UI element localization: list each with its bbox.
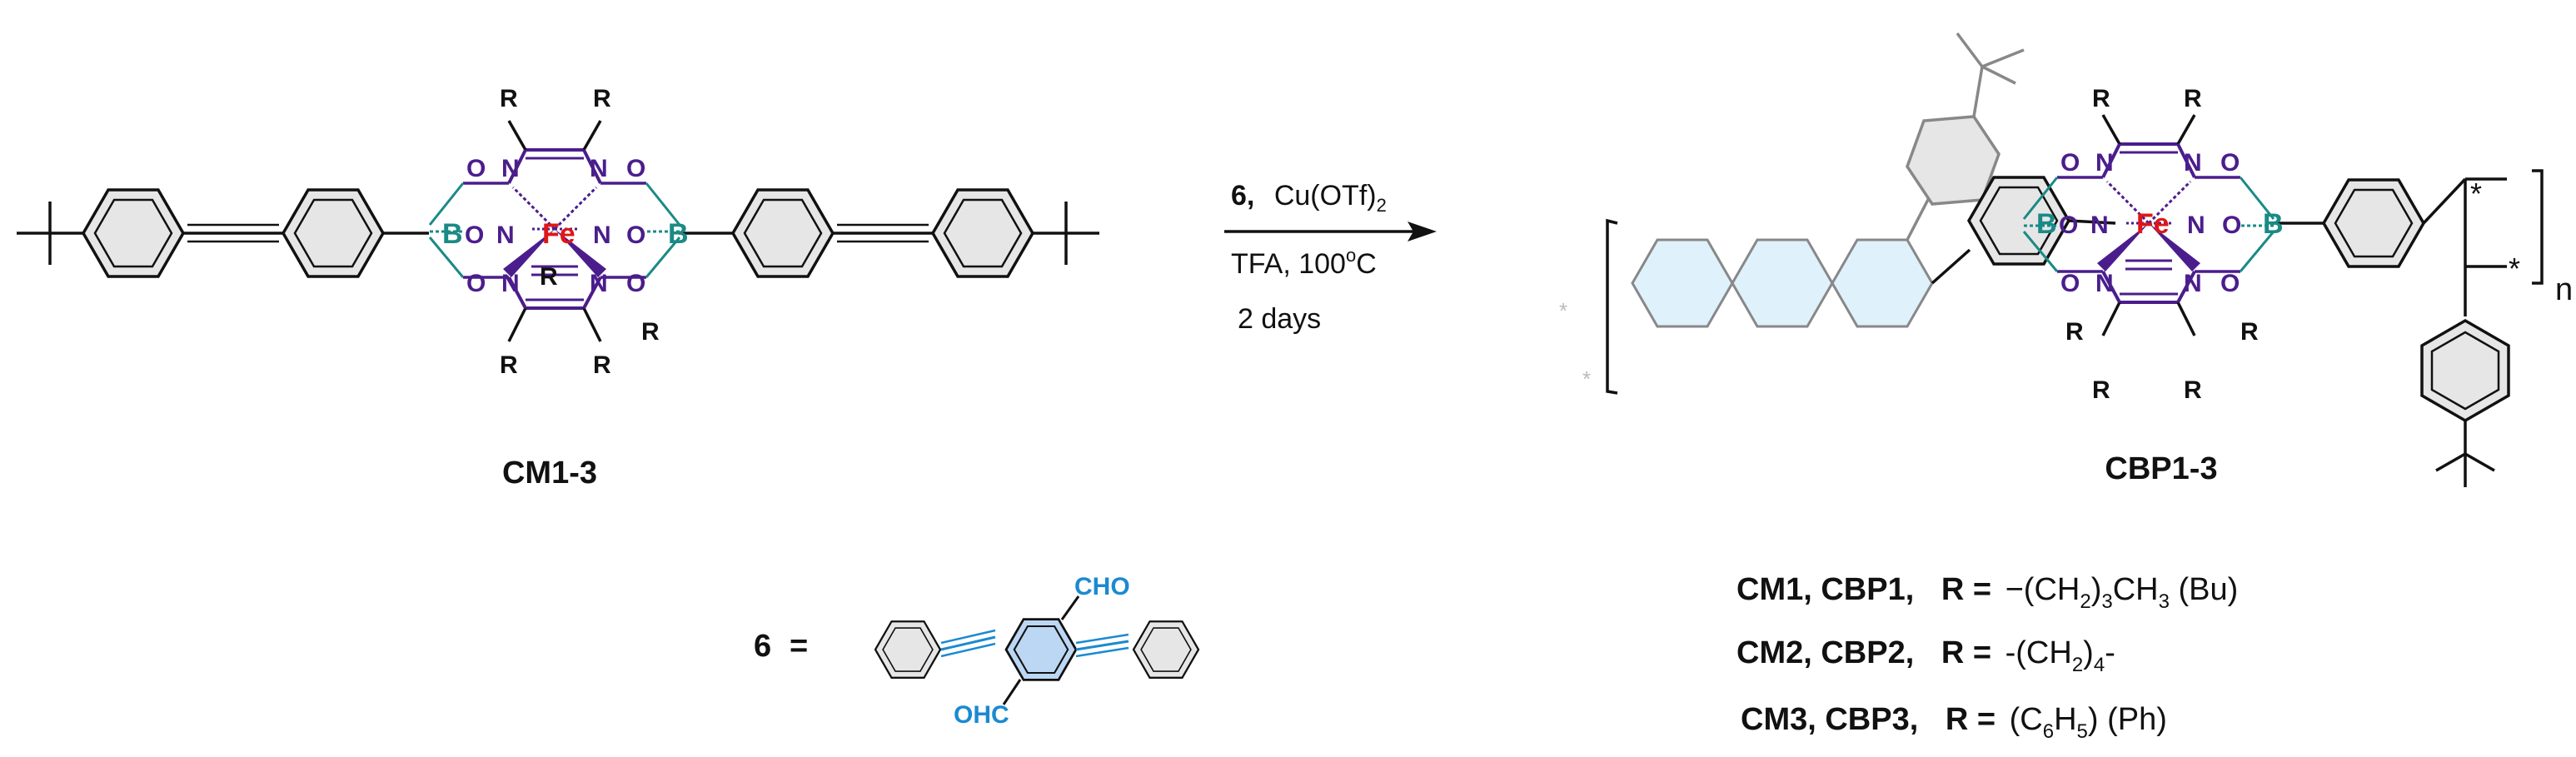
nitrogen-label: N [2184, 149, 2202, 177]
benzene-ring [1132, 620, 1200, 679]
compound-6-label: 6 [754, 629, 771, 664]
r-substituent: R [2092, 376, 2110, 404]
equals-sign: = [790, 629, 808, 664]
conditions-text: TFA, 100 [1231, 248, 1346, 280]
oxygen-label: O [465, 222, 484, 249]
nitrogen-label: N [501, 270, 520, 297]
tert-butyl-group-left [15, 200, 85, 266]
oxygen-label: O [2059, 212, 2078, 239]
legend-text: -(CH [2005, 635, 2072, 670]
legend-compounds: CM2, CBP2, [1736, 635, 1914, 670]
oxygen-label: O [2220, 149, 2240, 177]
nitrogen-label: N [2095, 270, 2114, 297]
benzene-ring [874, 620, 942, 679]
r-substituent: R [2092, 85, 2110, 112]
legend-text: −(CH [2005, 572, 2080, 607]
nitrogen-label: N [590, 270, 608, 297]
reaction-conditions-line1: 6, Cu(OTf)2 [1231, 180, 1387, 216]
conditions-unit: C [1356, 248, 1377, 280]
left-bracket [1606, 218, 1618, 395]
benzene-ring [82, 188, 185, 278]
catalyst-subscript: 2 [1377, 195, 1387, 216]
r-substituent: R [641, 318, 660, 346]
oxygen-label: O [2060, 149, 2080, 177]
nitrogen-label: N [2090, 212, 2109, 239]
legend-r: R = [1941, 572, 1991, 607]
anthracene-core [1631, 238, 1934, 328]
iron-label: Fe [2136, 208, 2170, 240]
benzene-ring [2322, 178, 2425, 268]
polymer-structure: * * * * n [1559, 32, 2573, 487]
r-substituent: R [2184, 85, 2202, 112]
oxygen-label: O [626, 270, 645, 297]
legend-row-1: CM1, CBP1, R = −(CH2)3CH3 (Bu) [1736, 572, 2238, 613]
r-substituent: R [500, 85, 518, 112]
polymer-label: CBP1-3 [2105, 451, 2217, 486]
reaction-conditions-line2: TFA, 100oC [1231, 245, 1377, 280]
arrow-head-icon [1408, 222, 1437, 242]
monomer-structure: B B Fe N N O O N N O O N N O O R R R R R… [15, 85, 1101, 491]
benzene-ring [931, 188, 1034, 278]
nitrogen-label: N [2095, 149, 2114, 177]
tert-butyl-group-right [1031, 200, 1101, 266]
end-marker: * [1582, 366, 1591, 391]
monomer-label: CM1-3 [502, 456, 597, 491]
r-substituent: R [540, 263, 558, 291]
benzene-ring [2420, 319, 2510, 422]
nitrogen-label: N [2187, 212, 2205, 239]
boron-label: B [2036, 208, 2057, 240]
nitrogen-label: N [593, 222, 611, 249]
oxygen-label: O [626, 222, 645, 249]
nitrogen-label: N [2184, 270, 2202, 297]
right-bracket [2532, 169, 2544, 285]
legend-r: R = [1946, 702, 1996, 737]
conditions-degree: o [1346, 245, 1356, 266]
legend-r: R = [1941, 635, 1991, 670]
benzene-ring [282, 188, 385, 278]
r-substituent: R [2065, 318, 2084, 346]
compound-6: 6 = CHO OHC [754, 573, 1200, 729]
reaction-arrow-group: 6, Cu(OTf)2 TFA, 100oC 2 days [1224, 180, 1437, 335]
oxygen-label: O [2060, 270, 2080, 297]
oxygen-label: O [2222, 212, 2241, 239]
central-ring [1004, 618, 1078, 681]
legend-text: (C [2010, 702, 2043, 737]
nitrogen-label: N [496, 222, 515, 249]
aldehyde-top: CHO [1074, 573, 1130, 600]
benzene-ring [731, 188, 835, 278]
repeat-index: n [2555, 272, 2573, 307]
r-substituent: R [500, 351, 518, 379]
iron-label: Fe [542, 218, 575, 250]
end-marker: * [2470, 177, 2482, 211]
legend-row-2: CM2, CBP2, R = -(CH2)4- [1736, 635, 2115, 676]
boron-label: B [442, 218, 463, 250]
nitrogen-label: N [590, 155, 608, 182]
oxygen-label: O [466, 270, 486, 297]
substituent-legend: CM1, CBP1, R = −(CH2)3CH3 (Bu) CM2, CBP2… [1736, 572, 2238, 743]
aldehyde-bottom: OHC [954, 701, 1009, 729]
end-marker: * [2509, 252, 2520, 286]
reaction-time: 2 days [1238, 303, 1321, 335]
nitrogen-label: N [501, 155, 520, 182]
legend-compounds: CM3, CBP3, [1741, 702, 1918, 737]
catalyst: Cu(OTf) [1274, 180, 1377, 212]
legend-compounds: CM1, CBP1, [1736, 572, 1914, 607]
r-substituent: R [593, 351, 611, 379]
boron-label: B [668, 218, 689, 250]
end-marker: * [1559, 298, 1567, 323]
reagent-number: 6, [1231, 180, 1254, 212]
legend-row-3: CM3, CBP3, R = (C6H5) (Ph) [1741, 702, 2167, 743]
r-substituent: R [2184, 376, 2202, 404]
oxygen-label: O [2220, 270, 2240, 297]
oxygen-label: O [626, 155, 645, 182]
r-substituent: R [2240, 318, 2259, 346]
oxygen-label: O [466, 155, 486, 182]
boron-label: B [2263, 208, 2284, 240]
r-substituent: R [593, 85, 611, 112]
